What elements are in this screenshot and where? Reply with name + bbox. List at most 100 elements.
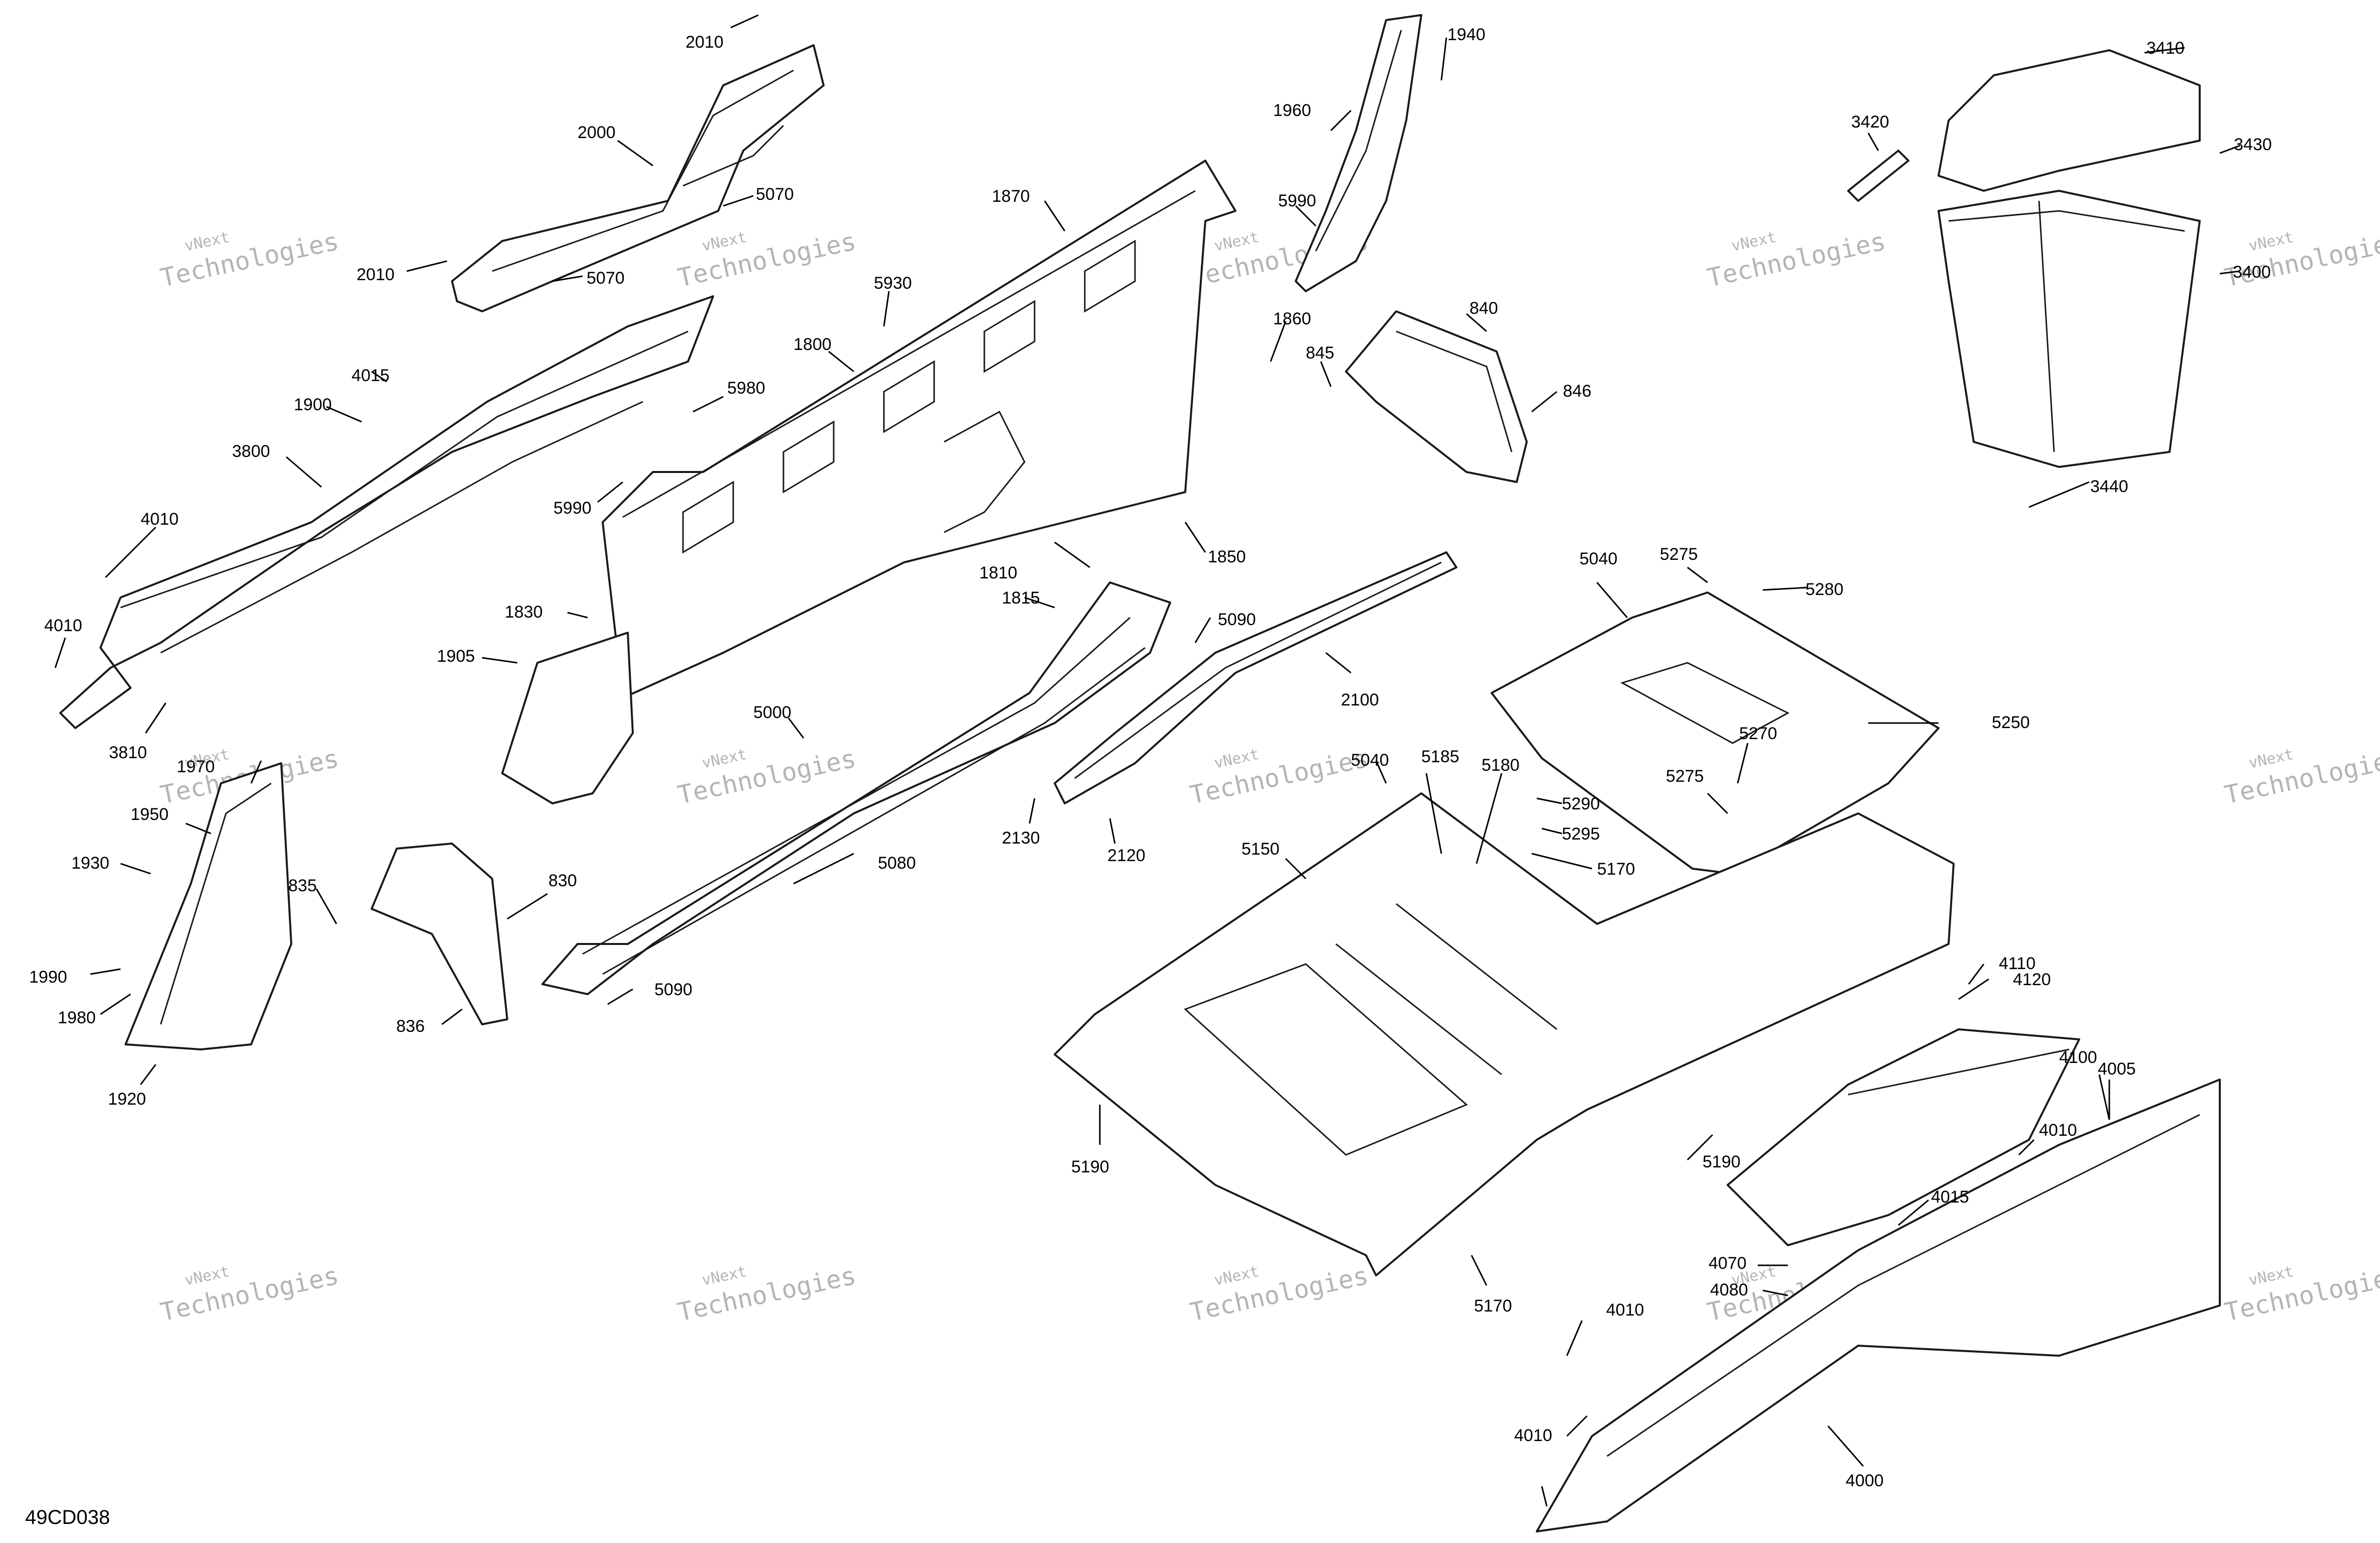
watermark-line2: Technologies (675, 1261, 858, 1327)
callout-3420: 3420 (1851, 112, 1889, 132)
part-830-guard (371, 843, 508, 1025)
part-1800-rear-panel (501, 160, 1236, 804)
callout-5190: 5190 (1071, 1157, 1109, 1176)
callout-5000: 5000 (753, 703, 791, 722)
callout-4010: 4010 (1606, 1300, 1644, 1320)
callout-830: 830 (548, 871, 577, 890)
callout-1990: 1990 (29, 968, 67, 987)
callout-2010: 2010 (686, 33, 724, 52)
callout-1870: 1870 (992, 187, 1030, 206)
callout-4015: 4015 (352, 366, 390, 385)
callout-5250: 5250 (1992, 713, 2030, 732)
callout-840: 840 (1469, 299, 1498, 318)
watermark-line2: Technologies (158, 226, 341, 293)
callout-2000: 2000 (578, 123, 616, 142)
callout-4100: 4100 (2059, 1048, 2097, 1067)
callout-5150: 5150 (1241, 840, 1280, 859)
callout-5990: 5990 (553, 499, 592, 518)
callout-5040: 5040 (1579, 549, 1618, 568)
callout-1860: 1860 (1273, 309, 1311, 328)
callout-3430: 3430 (2234, 135, 2272, 154)
callout-5080: 5080 (878, 854, 916, 873)
callout-5270: 5270 (1739, 724, 1777, 743)
callout-3440: 3440 (2090, 477, 2128, 496)
part-5150-floor (1054, 792, 1955, 1276)
callout-2010: 2010 (357, 265, 395, 284)
callout-1800: 1800 (794, 335, 832, 354)
watermark: vNext Technologies (675, 744, 858, 810)
leaders (54, 14, 2240, 1507)
callout-3400: 3400 (2233, 263, 2271, 282)
watermark-line2: Technologies (2222, 744, 2380, 810)
callout-4000: 4000 (1846, 1471, 1884, 1490)
part-2000-bracket (451, 44, 825, 312)
part-3400-box (1938, 49, 2201, 468)
callout-5190: 5190 (1703, 1152, 1741, 1171)
callout-1950: 1950 (131, 805, 169, 824)
callout-4010: 4010 (141, 510, 179, 529)
callout-2130: 2130 (1002, 828, 1040, 848)
part-5000-rail (541, 581, 1171, 995)
callout-5980: 5980 (727, 379, 765, 398)
watermark: vNext Technologies (158, 226, 341, 293)
watermark-line2: Technologies (675, 744, 858, 810)
watermark-line2: Technologies (675, 226, 858, 293)
watermark-line2: Technologies (1187, 744, 1371, 810)
callout-5990: 5990 (1278, 191, 1316, 210)
callout-4005: 4005 (2098, 1059, 2136, 1079)
part-1950-bracket (125, 762, 292, 1050)
callout-5280: 5280 (1805, 580, 1844, 599)
watermark-line2: Technologies (2222, 1261, 2380, 1327)
callouts: 2010 2000 5070 2010 5070 1870 5930 1800 … (29, 25, 2272, 1490)
callout-5275: 5275 (1660, 545, 1698, 564)
callout-1900: 1900 (294, 395, 332, 414)
watermark: vNext Technologies (675, 1261, 858, 1327)
callout-4080: 4080 (1710, 1280, 1748, 1299)
callout-1830: 1830 (505, 603, 543, 622)
figure-code: 49CD038 (25, 1506, 110, 1528)
watermark-line2: Technologies (1705, 226, 1888, 293)
callout-1930: 1930 (71, 854, 109, 873)
part-3800-crossmember (59, 295, 714, 729)
callout-5070: 5070 (756, 185, 794, 204)
callout-836: 836 (396, 1017, 425, 1036)
callout-4110: 4110 (1999, 954, 2035, 973)
callout-1940: 1940 (1447, 25, 1486, 44)
callout-4120: 4120 (2013, 970, 2051, 989)
callout-4015: 4015 (1931, 1188, 1969, 1207)
callout-5170: 5170 (1474, 1296, 1512, 1316)
callout-2120: 2120 (1107, 846, 1146, 865)
callout-1905: 1905 (437, 647, 475, 666)
callout-5930: 5930 (874, 274, 912, 293)
callout-5180: 5180 (1482, 756, 1520, 775)
callout-5070: 5070 (587, 269, 625, 288)
callout-4010: 4010 (44, 616, 82, 635)
watermark: vNext Technologies (2222, 1261, 2380, 1327)
callout-5185: 5185 (1421, 747, 1459, 766)
watermark: vNext Technologies (1187, 744, 1371, 810)
part-1960-bracket (1295, 14, 1422, 292)
callout-845: 845 (1306, 343, 1334, 363)
callout-5170: 5170 (1597, 860, 1635, 879)
callout-3410: 3410 (2146, 39, 2185, 58)
callout-4010: 4010 (1514, 1426, 1552, 1445)
callout-1970: 1970 (177, 757, 215, 776)
callout-3810: 3810 (109, 743, 147, 762)
callout-1850: 1850 (1208, 547, 1246, 566)
part-2100-rail (1054, 551, 1457, 804)
part-4000-crossmember (1536, 1079, 2221, 1532)
callout-4070: 4070 (1709, 1254, 1747, 1273)
watermark: vNext Technologies (2222, 744, 2380, 810)
callout-5290: 5290 (1562, 794, 1600, 813)
part-5250-tray (1491, 591, 1940, 875)
callout-1980: 1980 (58, 1008, 96, 1027)
watermark: vNext Technologies (1705, 226, 1888, 293)
callout-1960: 1960 (1273, 101, 1311, 120)
callout-2100: 2100 (1341, 690, 1379, 709)
callout-835: 835 (288, 876, 317, 895)
callout-1815: 1815 (1002, 588, 1040, 608)
watermark-line2: Technologies (1187, 1261, 1371, 1327)
callout-846: 846 (1563, 382, 1592, 401)
callout-5275: 5275 (1666, 767, 1704, 786)
